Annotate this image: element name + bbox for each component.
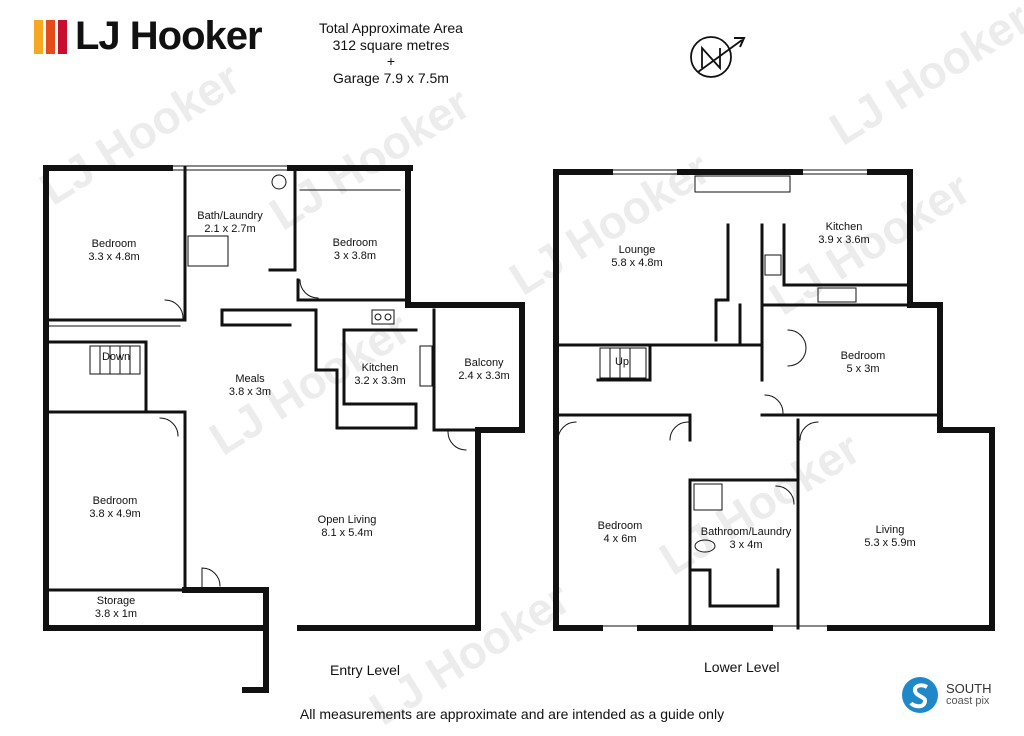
area-value: 312 square metres xyxy=(332,36,450,53)
room-size: 4 x 6m xyxy=(603,533,637,545)
entry-level-label: Entry Level xyxy=(330,662,401,678)
room-size: 3.9 x 3.6m xyxy=(818,234,870,246)
stairs-label: Down xyxy=(96,351,136,364)
lower-level-inner-walls xyxy=(556,223,942,630)
room-label: Bedroom 3 x 3.8m xyxy=(325,237,385,263)
room-name: Living xyxy=(875,524,905,536)
room-label: Meals 3.8 x 3m xyxy=(220,373,280,399)
entry-windows xyxy=(59,165,477,629)
stairs-direction: Down xyxy=(101,351,131,363)
room-name: Bedroom xyxy=(597,520,643,532)
room-name: Meals xyxy=(235,373,265,385)
logo-bar xyxy=(58,19,67,54)
room-size: 5.3 x 5.9m xyxy=(864,537,916,549)
lower-level-label: Lower Level xyxy=(704,659,780,675)
room-size: 2.1 x 2.7m xyxy=(204,223,256,235)
room-label: Balcony 2.4 x 3.3m xyxy=(452,357,516,383)
south-coast-pix-logo xyxy=(902,677,938,713)
brand-logo: LJ Hooker xyxy=(34,14,263,59)
lower-windows xyxy=(599,169,871,627)
area-plus: + xyxy=(386,53,396,69)
disclaimer: All measurements are approximate and are… xyxy=(299,706,725,722)
room-label: Lounge 5.8 x 4.8m xyxy=(605,244,669,270)
room-label: Bedroom 3.3 x 4.8m xyxy=(82,238,146,264)
room-name: Balcony xyxy=(464,357,504,369)
room-name: Storage xyxy=(96,595,136,607)
stairs-direction: Up xyxy=(614,356,630,368)
room-size: 2.4 x 3.3m xyxy=(458,370,510,382)
entry-fixtures xyxy=(47,174,467,589)
room-size: 8.1 x 5.4m xyxy=(321,527,373,539)
room-label: Living 5.3 x 5.9m xyxy=(858,524,922,550)
room-label: Bathroom/Laundry 3 x 4m xyxy=(700,526,792,552)
room-label: Kitchen 3.9 x 3.6m xyxy=(812,221,876,247)
room-name: Bathroom/Laundry xyxy=(700,526,792,538)
north-arrow-icon xyxy=(688,32,748,87)
room-name: Bedroom xyxy=(840,350,886,362)
room-name: Lounge xyxy=(618,244,656,256)
room-label: Bedroom 3.8 x 4.9m xyxy=(82,495,148,521)
logo-bar xyxy=(34,19,43,54)
room-size: 5.8 x 4.8m xyxy=(611,257,663,269)
room-name: Bath/Laundry xyxy=(197,210,263,222)
room-name: Bedroom xyxy=(92,495,138,507)
room-name: Bedroom xyxy=(332,237,378,249)
room-label: Bedroom 5 x 3m xyxy=(835,350,891,376)
room-name: Kitchen xyxy=(361,362,399,374)
room-size: 3.8 x 4.9m xyxy=(89,508,141,520)
room-name: Bedroom xyxy=(91,238,137,250)
entry-level-inner-walls xyxy=(46,166,480,592)
room-size: 3.8 x 3m xyxy=(228,386,272,398)
photographer-name: SOUTH xyxy=(946,681,992,696)
room-label: Bedroom 4 x 6m xyxy=(592,520,648,546)
lower-fixtures xyxy=(557,175,857,553)
room-size: 3 x 4m xyxy=(729,539,763,551)
lower-level-walls xyxy=(553,169,995,631)
room-size: 3.3 x 4.8m xyxy=(88,251,140,263)
area-summary: Total Approximate Area 312 square metres… xyxy=(296,20,486,86)
garage-size: Garage 7.9 x 7.5m xyxy=(333,69,449,86)
logo-mark xyxy=(34,19,67,54)
room-label: Storage 3.8 x 1m xyxy=(86,595,146,621)
room-label: Kitchen 3.2 x 3.3m xyxy=(350,362,410,388)
area-title: Total Approximate Area xyxy=(319,20,463,36)
logo-bar xyxy=(46,19,55,54)
room-label: Bath/Laundry 2.1 x 2.7m xyxy=(195,210,265,236)
room-label: Open Living 8.1 x 5.4m xyxy=(312,514,382,540)
room-size: 3 x 3.8m xyxy=(333,250,377,262)
stairs-label: Up xyxy=(610,356,634,369)
room-name: Kitchen xyxy=(825,221,863,233)
room-size: 5 x 3m xyxy=(846,363,880,375)
room-size: 3.8 x 1m xyxy=(94,608,138,620)
brand-name: LJ Hooker xyxy=(75,14,263,58)
photographer-brand: SOUTH coast pix xyxy=(900,675,992,715)
room-name: Open Living xyxy=(317,514,377,526)
photographer-sub: coast pix xyxy=(946,695,990,707)
room-size: 3.2 x 3.3m xyxy=(354,375,406,387)
